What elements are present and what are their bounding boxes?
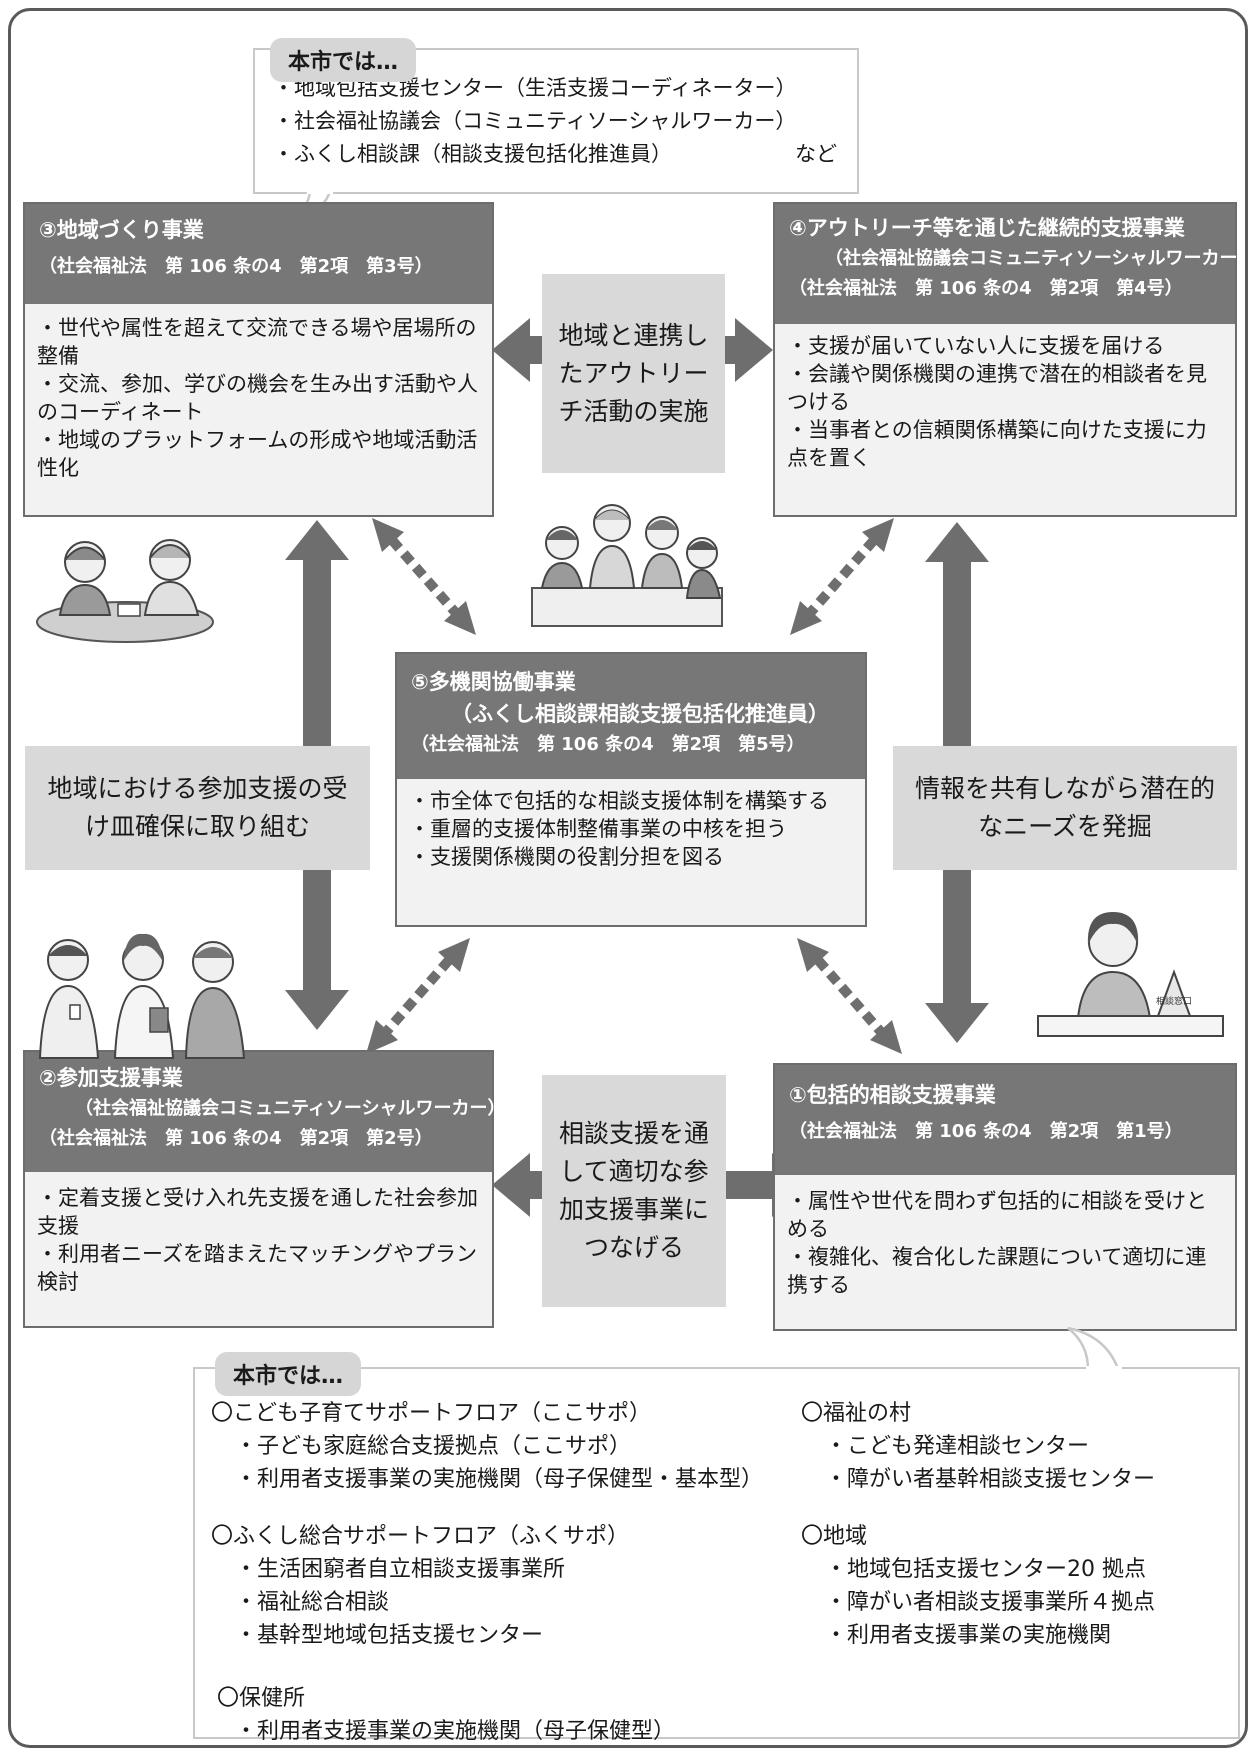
top-callout-line: ・ふくし相談課（相談支援包括化推進員） — [273, 142, 672, 166]
box3-item: ・世代や属性を超えて交流できる場や居場所の整備 — [37, 316, 477, 368]
bottom-callout: 〇こども子育てサポートフロア（ここサポ） ・子ども家庭総合支援拠点（ここサポ） … — [193, 1367, 1240, 1744]
dotted-arrow-top-right — [790, 518, 894, 635]
group-item: ・子ども家庭総合支援拠点（ここサポ） — [235, 1434, 632, 1459]
group-heading: 〇福祉の村 — [801, 1401, 912, 1426]
illustration-consultation-counter: 相談窓口 — [1037, 912, 1224, 1037]
box2-item: ・利用者ニーズを踏まえたマッチングやプラン検討 — [37, 1242, 477, 1294]
label-outreach-collaboration: 地域と連携したアウトリーチ活動の実施 — [542, 274, 725, 473]
box2-law: （社会福祉法 第 106 条の4 第2項 第2号） — [39, 1128, 433, 1149]
box5-title: ⑤多機関協働事業 — [411, 670, 576, 694]
box3-title: ③地域づくり事業 — [39, 218, 204, 242]
group-item: ・こども発達相談センター — [825, 1434, 1090, 1459]
box5-item: ・重層的支援体制整備事業の中核を担う — [409, 817, 787, 841]
illustration-group-meeting — [531, 504, 723, 627]
group-item: ・基幹型地域包括支援センター — [235, 1623, 544, 1648]
box4-item: ・会議や関係機関の連携で潜在的相談者を見つける — [787, 362, 1207, 414]
box4-title: ④アウトリーチ等を通じた継続的支援事業 — [789, 216, 1185, 240]
group-item: ・障がい者基幹相談支援センター — [825, 1467, 1156, 1492]
label-share-information: 情報を共有しながら潜在的なニーズを発掘 — [893, 746, 1237, 870]
group-item: ・生活困窮者自立相談支援事業所 — [235, 1557, 566, 1582]
box1-law: （社会福祉法 第 106 条の4 第2項 第1号） — [789, 1121, 1183, 1142]
group-item: ・地域包括支援センター20 拠点 — [825, 1557, 1146, 1582]
box5-item: ・支援関係機関の役割分担を図る — [409, 845, 724, 869]
box1-title: ①包括的相談支援事業 — [789, 1083, 996, 1107]
illustration-two-people-table — [36, 539, 214, 643]
top-callout: ・地域包括支援センター（生活支援コーディネーター） ・社会福祉協議会（コミュニテ… — [253, 48, 859, 194]
group-item: ・利用者支援事業の実施機関 — [825, 1623, 1112, 1648]
group-item: ・利用者支援事業の実施機関（母子保健型・基本型） — [235, 1467, 764, 1492]
box4-law: （社会福祉法 第 106 条の4 第2項 第4号） — [789, 278, 1183, 299]
box3-law: （社会福祉法 第 106 条の4 第2項 第3号） — [39, 256, 433, 277]
box3-item: ・交流、参加、学びの機会を生み出す活動や人のコーディネート — [37, 372, 478, 424]
box-participation: ②参加支援事業 （社会福祉協議会コミュニティソーシャルワーカー） （社会福祉法 … — [23, 1050, 506, 1328]
label-connect-participation: 相談支援を通して適切な参加支援事業につなげる — [542, 1075, 726, 1307]
box2-title: ②参加支援事業 — [39, 1066, 183, 1090]
box2-org: （社会福祉協議会コミュニティソーシャルワーカー） — [75, 1098, 506, 1119]
box4-org: （社会福祉協議会コミュニティソーシャルワーカー） — [825, 248, 1256, 269]
bottom-callout-right: 〇福祉の村 ・こども発達相談センター ・障がい者基幹相談支援センター 〇地域 ・… — [801, 1397, 1155, 1652]
box5-org: （ふくし相談課相談支援包括化推進員） — [451, 702, 829, 726]
box-outreach: ④アウトリーチ等を通じた継続的支援事業 （社会福祉協議会コミュニティソーシャルワ… — [773, 202, 1256, 517]
box5-law: （社会福祉法 第 106 条の4 第2項 第5号） — [411, 734, 805, 755]
group-item: ・福祉総合相談 — [235, 1590, 390, 1615]
outer-frame — [8, 8, 1248, 1748]
label-participation-capacity: 地域における参加支援の受け皿確保に取り組む — [25, 746, 370, 870]
desk-sign-text: 相談窓口 — [1156, 995, 1192, 1007]
bottom-callout-tail — [1067, 1326, 1122, 1370]
box4-item: ・支援が届いていない人に支援を届ける — [787, 334, 1165, 358]
box-comprehensive-consultation: ①包括的相談支援事業 （社会福祉法 第 106 条の4 第2項 第1号） ・属性… — [773, 1063, 1237, 1331]
box4-item: ・当事者との信頼関係構築に向けた支援に力点を置く — [787, 418, 1207, 470]
bottom-callout-left: 〇こども子育てサポートフロア（ここサポ） ・子ども家庭総合支援拠点（ここサポ） … — [211, 1397, 763, 1748]
top-callout-line: ・社会福祉協議会（コミュニティソーシャルワーカー） — [273, 109, 797, 133]
bottom-callout-title: 本市では… — [215, 1352, 362, 1396]
box2-item: ・定着支援と受け入れ先支援を通した社会参加支援 — [37, 1186, 478, 1238]
group-heading: 〇こども子育てサポートフロア（ここサポ） — [211, 1401, 652, 1426]
group-item: ・利用者支援事業の実施機関（母子保健型） — [235, 1719, 676, 1744]
box3-item: ・地域のプラットフォームの形成や地域活動活性化 — [37, 428, 478, 480]
box5-item: ・市全体で包括的な相談支援体制を構築する — [409, 789, 829, 813]
box1-item: ・複雑化、複合化した課題について適切に連携する — [787, 1245, 1207, 1297]
group-item: ・障がい者相談支援事業所４拠点 — [825, 1590, 1156, 1615]
group-heading: 〇地域 — [801, 1524, 868, 1549]
illustration-three-staff — [38, 933, 246, 1059]
dotted-arrow-top-left — [372, 518, 476, 635]
box-community-building: ③地域づくり事業 （社会福祉法 第 106 条の4 第2項 第3号） ・世代や属… — [23, 202, 494, 517]
group-heading: 〇ふくし総合サポートフロア（ふくサポ） — [211, 1524, 630, 1549]
top-callout-title: 本市では… — [270, 38, 417, 82]
box-multi-agency: ⑤多機関協働事業 （ふくし相談課相談支援包括化推進員） （社会福祉法 第 106… — [395, 652, 867, 927]
box1-item: ・属性や世代を問わず包括的に相談を受けとめる — [787, 1189, 1207, 1241]
top-callout-suffix: など — [795, 142, 837, 166]
dotted-arrow-bottom-right — [797, 938, 902, 1054]
dotted-arrow-bottom-left — [366, 938, 470, 1054]
group-heading: 〇保健所 — [217, 1686, 306, 1711]
